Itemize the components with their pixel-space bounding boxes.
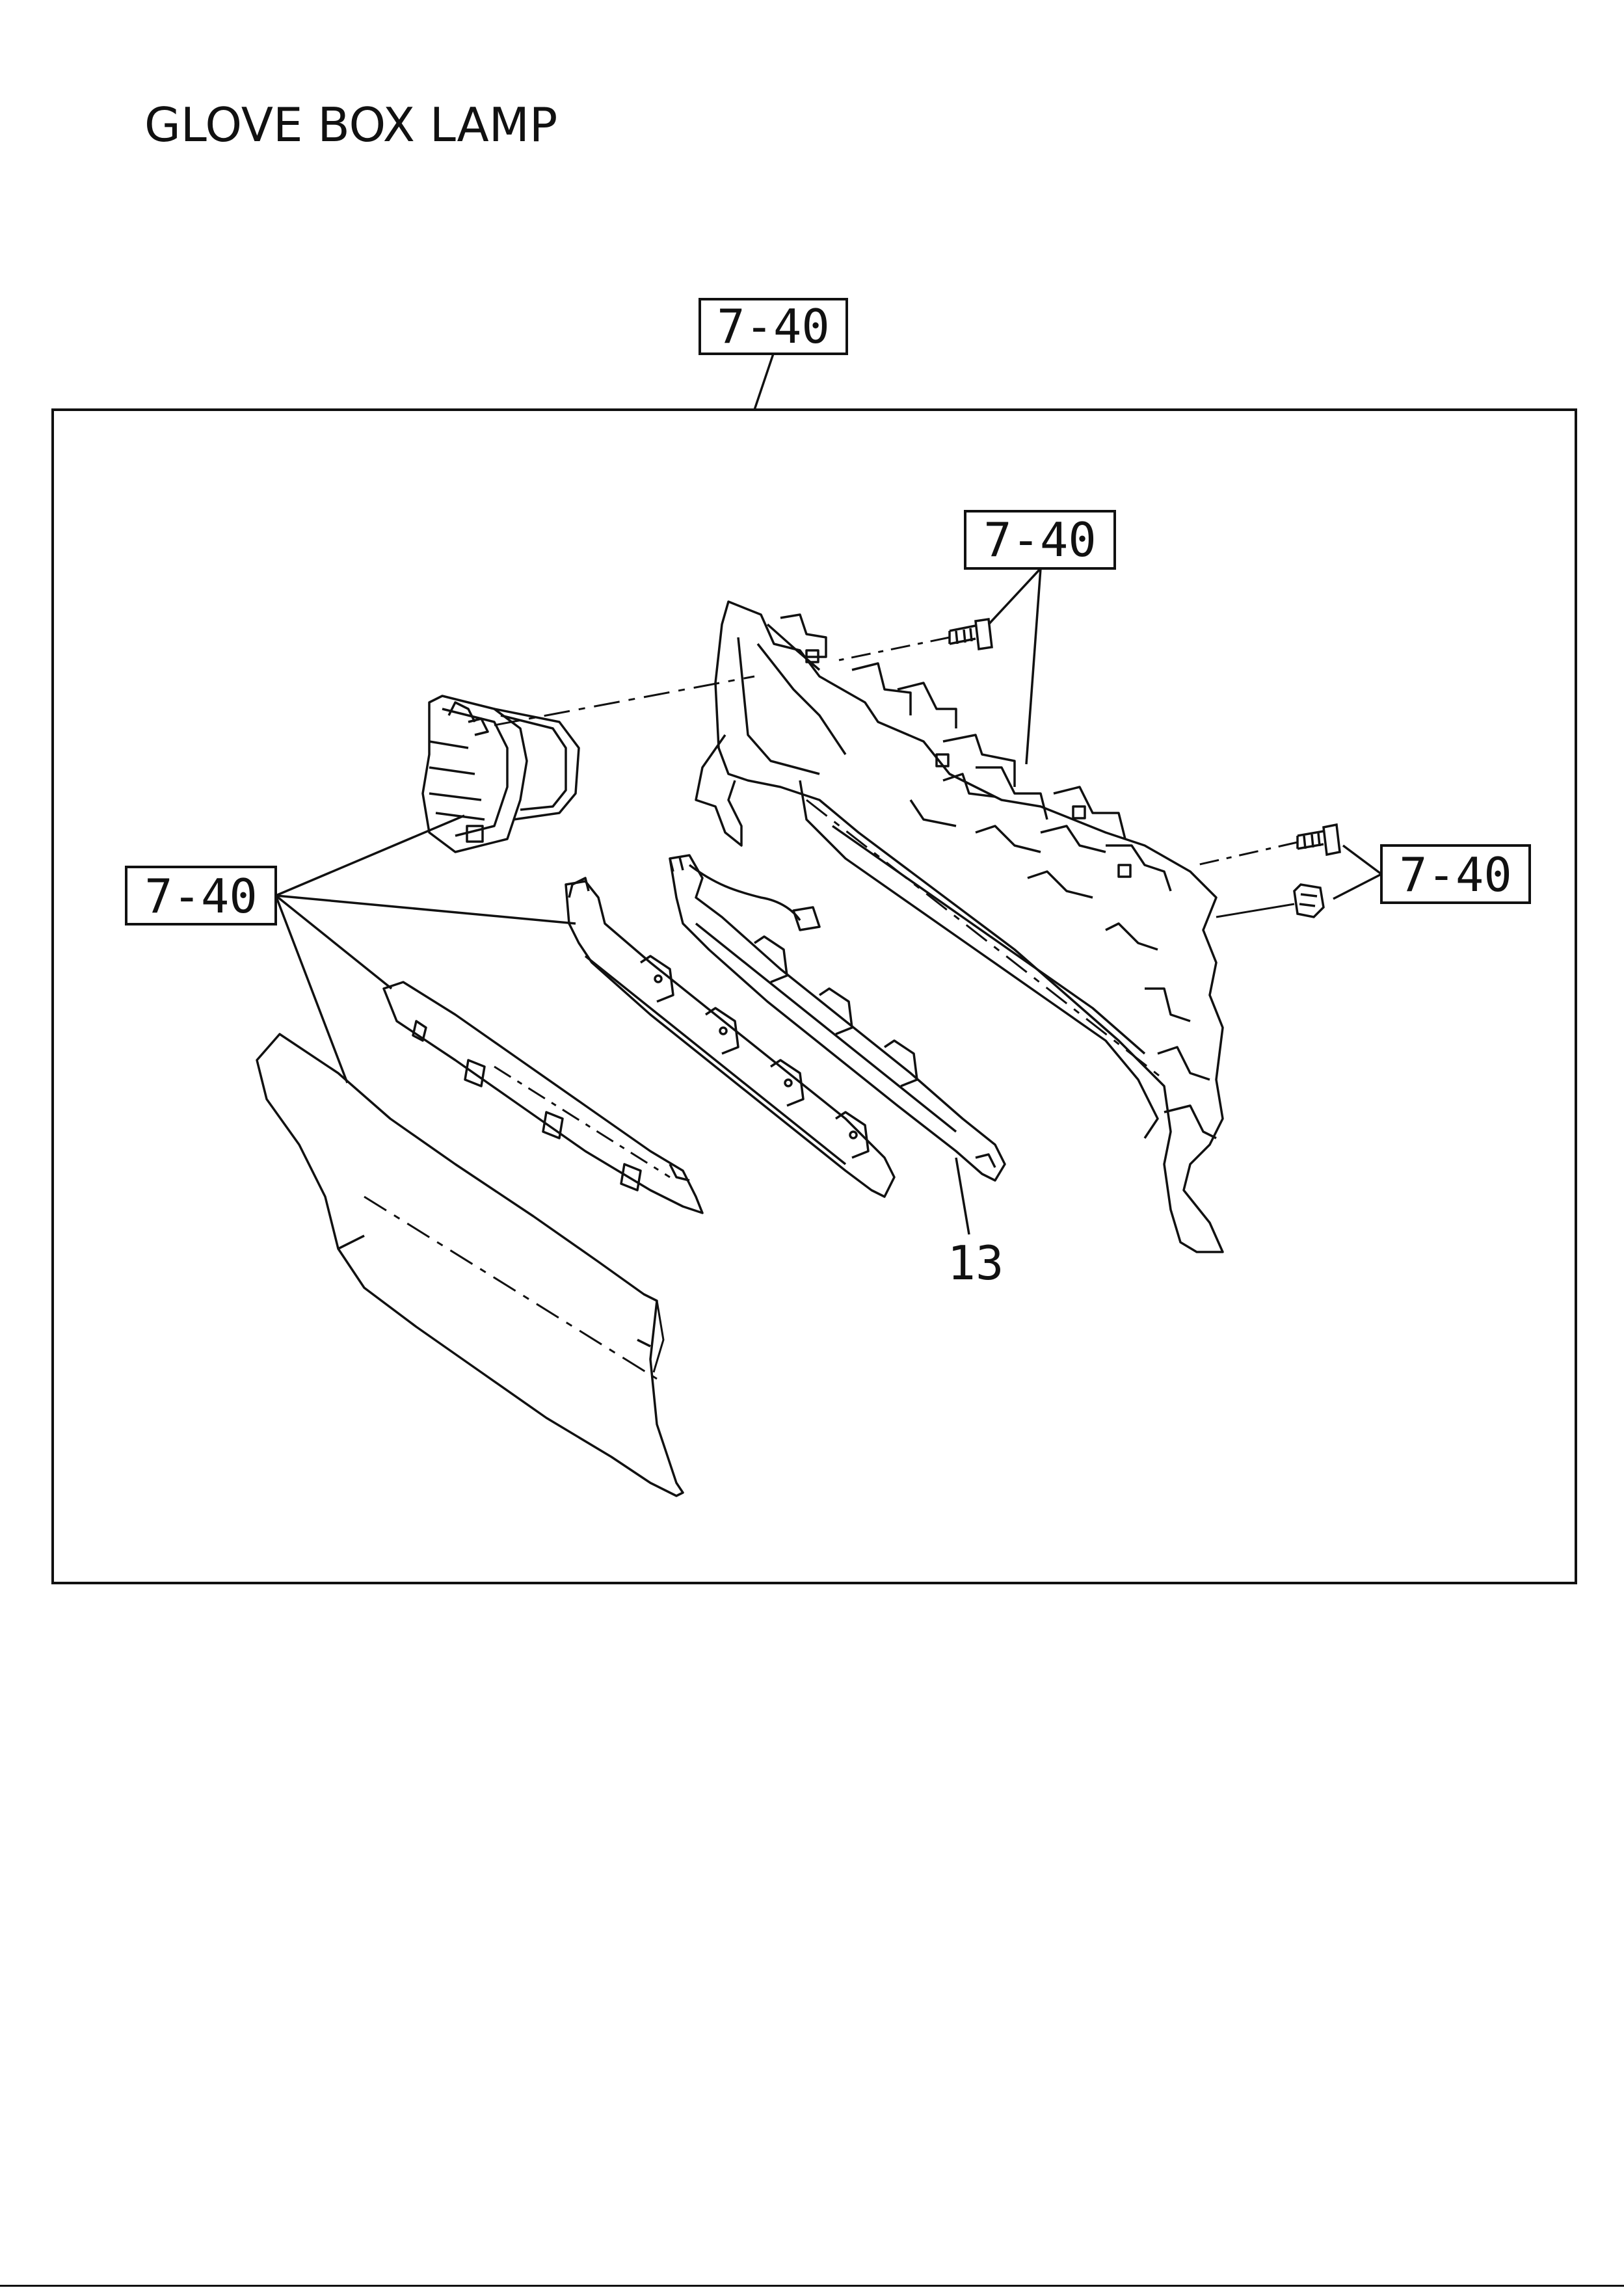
ref-box-upper-right[interactable]: 7-40 — [964, 510, 1116, 570]
bolt-icon — [1296, 823, 1341, 857]
ref-box-right[interactable]: 7-40 — [1380, 844, 1531, 904]
lamp-housing — [421, 695, 580, 853]
leader-line — [753, 353, 775, 410]
leader-line — [1342, 844, 1383, 875]
dashed-guide — [652, 1300, 665, 1373]
leader-line — [1333, 873, 1382, 900]
instrument-panel-lower-trim — [695, 600, 1224, 1253]
lamp-bracket — [565, 877, 896, 1198]
leader-line — [274, 894, 393, 990]
dashed-guide — [1216, 903, 1295, 918]
ref-label-upper-right: 7-40 — [983, 513, 1096, 567]
page-bottom-rule — [0, 2285, 1624, 2287]
dashed-guide — [494, 675, 755, 726]
leader-line — [275, 814, 465, 897]
leader-line — [274, 895, 349, 1084]
diagram-frame — [51, 408, 1577, 1584]
leader-line — [1025, 568, 1042, 765]
page-title: GLOVE BOX LAMP — [144, 98, 558, 152]
screw-icon — [948, 618, 993, 650]
dashed-guide — [806, 799, 1165, 1081]
dashed-guide — [364, 1195, 658, 1380]
leader-line — [987, 567, 1042, 626]
leader-line — [955, 1157, 970, 1235]
callout-lamp-harness[interactable]: 13 — [948, 1236, 1004, 1290]
ref-box-top[interactable]: 7-40 — [699, 298, 848, 355]
glove-box-cover — [256, 1033, 684, 1497]
lamp-harness — [669, 854, 1006, 1182]
ref-label-top: 7-40 — [717, 299, 829, 354]
leader-line — [275, 894, 576, 925]
dashed-guide — [494, 1065, 671, 1178]
ref-label-left: 7-40 — [144, 869, 257, 924]
ref-box-left[interactable]: 7-40 — [125, 866, 277, 925]
glove-box-inner-panel — [382, 981, 704, 1214]
dashed-guide — [838, 636, 950, 661]
ref-label-right: 7-40 — [1399, 847, 1511, 902]
dashed-guide — [1196, 841, 1298, 866]
clip-icon — [1293, 883, 1325, 918]
